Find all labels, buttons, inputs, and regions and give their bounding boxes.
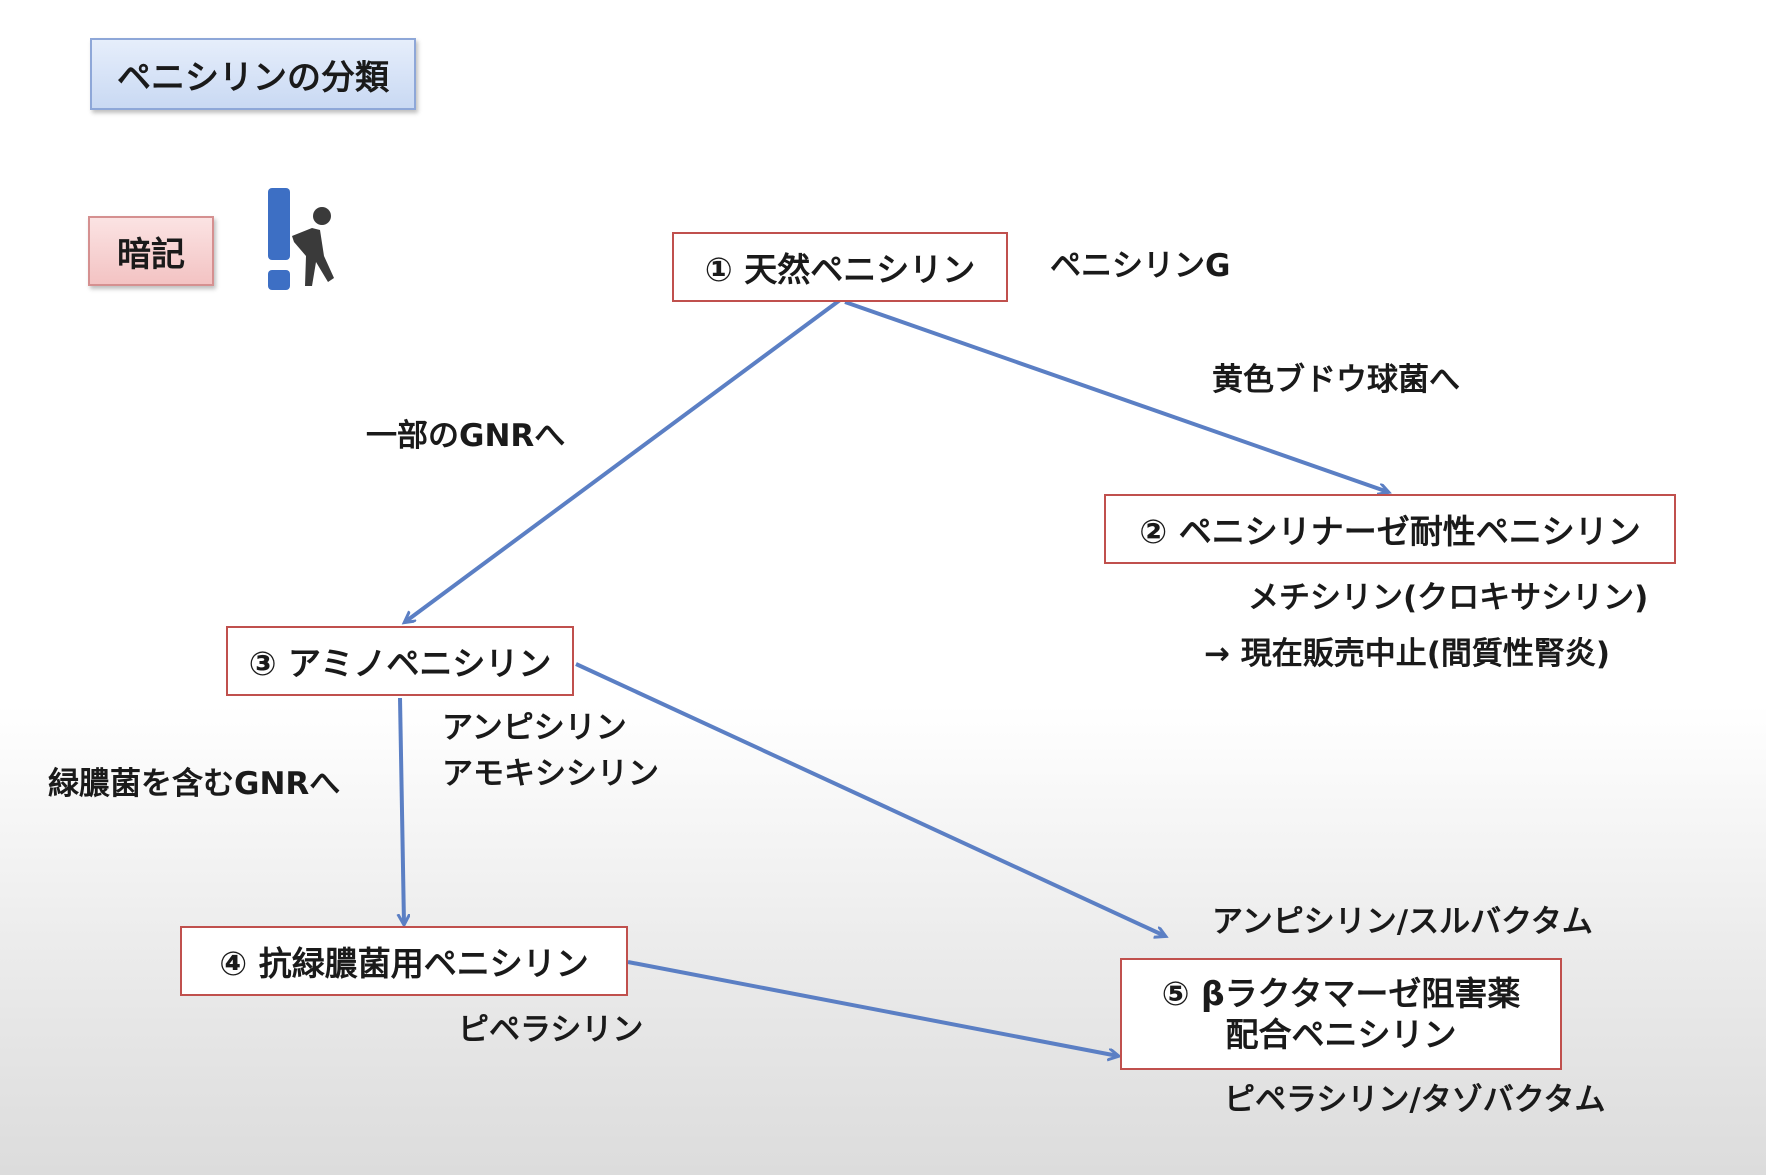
arrow-n1-to-n3 [405, 298, 842, 622]
label-penicillin-g: ペニシリンG [1050, 248, 1231, 284]
label-pip-taz: ピペラシリン/タゾバクタム [1224, 1082, 1606, 1118]
label-amoxicillin: アモキシシリン [442, 756, 659, 792]
node-penicillinase-resistant: ② ペニシリナーゼ耐性ペニシリン [1104, 494, 1676, 564]
exclamation-person-icon [268, 188, 334, 290]
arrow-n3-to-n4 [400, 697, 404, 924]
label-piperacillin: ピペラシリン [458, 1012, 644, 1048]
node-beta-lactamase-line2: 配合ペニシリン [1225, 1015, 1457, 1054]
node-beta-lactamase-combo: ⑤ βラクタマーゼ阻害薬 配合ペニシリン [1120, 958, 1562, 1070]
arrow-n1-to-n2 [844, 300, 1388, 492]
label-to-pseudomonas-gnr: 緑膿菌を含むGNRへ [48, 766, 341, 802]
label-ampicillin: アンピシリン [442, 710, 627, 746]
label-amp-sul: アンピシリン/スルバクタム [1212, 904, 1593, 940]
node-aminopenicillin: ③ アミノペニシリン [226, 626, 574, 696]
memorize-badge: 暗記 [88, 216, 214, 286]
label-to-staph: 黄色ブドウ球菌へ [1212, 362, 1460, 398]
label-to-some-gnr: 一部のGNRへ [366, 418, 566, 454]
arrow-n3-to-n5 [575, 662, 1165, 936]
node-antipseudomonal: ④ 抗緑膿菌用ペニシリン [180, 926, 628, 996]
page-title: ペニシリンの分類 [90, 38, 416, 110]
arrow-n4-to-n5 [627, 960, 1118, 1056]
label-methicillin: メチシリン(クロキサシリン) [1248, 580, 1649, 616]
node-natural-penicillin: ① 天然ペニシリン [672, 232, 1008, 302]
label-discontinued: → 現在販売中止(間質性腎炎) [1204, 636, 1611, 672]
node-beta-lactamase-line1: ⑤ βラクタマーゼ阻害薬 [1161, 973, 1521, 1013]
